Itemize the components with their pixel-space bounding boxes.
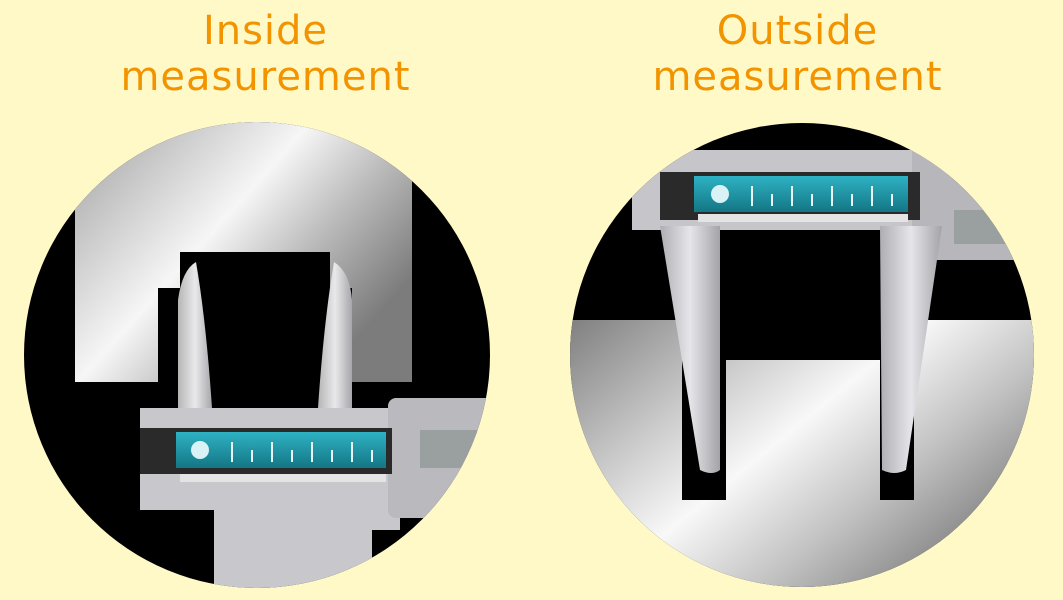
inside-measurement-panel: Inside measurement	[0, 0, 531, 600]
outside-caliper-display	[954, 210, 1014, 244]
inside-jaw-left	[178, 262, 212, 408]
outside-scale-strip	[698, 214, 908, 222]
outside-measurement-panel: Outside measurement	[532, 0, 1063, 600]
inside-measurement-illustration	[24, 122, 490, 588]
outside-measurement-illustration	[570, 123, 1034, 587]
inside-scale-strip	[180, 474, 386, 482]
inside-jaw-right	[318, 262, 352, 408]
inside-scale-logo-icon	[191, 441, 209, 459]
outside-title-line1: Outside	[716, 8, 879, 54]
inside-scale-ticks	[231, 442, 373, 462]
inside-title-line1: Inside	[202, 8, 329, 54]
inside-workpiece	[24, 122, 412, 382]
outside-scale-logo-icon	[711, 185, 729, 203]
inside-title-line2: measurement	[120, 54, 411, 100]
outside-workpiece	[570, 320, 1034, 587]
inside-measurement-title: Inside measurement	[0, 8, 531, 100]
outside-title-line2: measurement	[652, 54, 943, 100]
outside-measurement-title: Outside measurement	[532, 8, 1063, 100]
outside-scale-ticks	[751, 186, 893, 206]
outside-jaw-left	[660, 226, 720, 473]
outside-jaw-right	[880, 226, 942, 473]
inside-caliper-display	[420, 430, 480, 468]
